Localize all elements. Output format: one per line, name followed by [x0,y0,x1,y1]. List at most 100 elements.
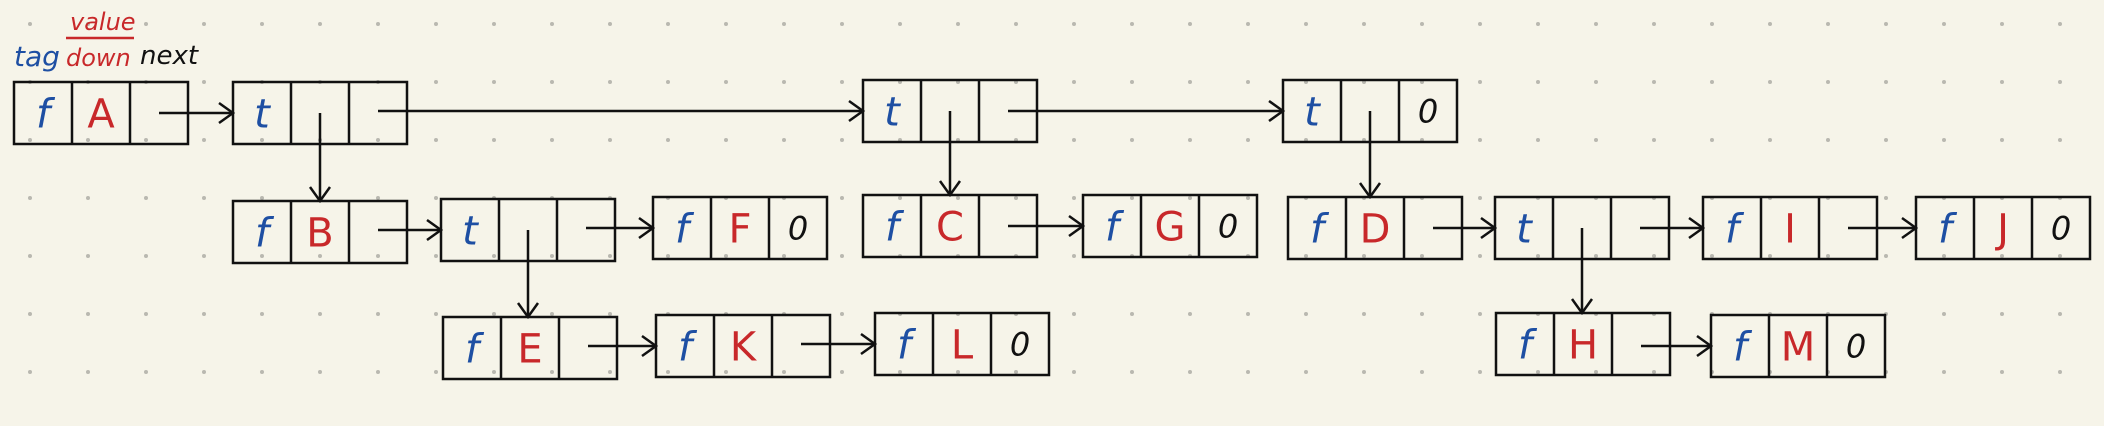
grid-dot [1884,138,1888,142]
grid-dot [840,254,844,258]
grid-dot [782,254,786,258]
grid-dot [434,22,438,26]
grid-dot [1536,80,1540,84]
grid-dot [550,22,554,26]
grid-dot [1014,370,1018,374]
grid-dot [1478,22,1482,26]
grid-dot [28,138,32,142]
node-null-next: 0 [1418,93,1438,131]
grid-dot [1420,312,1424,316]
grid-dot [1188,370,1192,374]
grid-dot [492,22,496,26]
grid-dot [144,22,148,26]
node-null-next: 0 [788,210,808,248]
node-box [439,197,617,263]
node-value: F [728,206,751,252]
grid-dot [144,370,148,374]
grid-dot [1362,22,1366,26]
grid-dot [1594,80,1598,84]
grid-dot [1362,254,1366,258]
grid-dot [840,22,844,26]
grid-dot [1768,22,1772,26]
grid-dot [1652,254,1656,258]
node-value: I [1784,206,1796,252]
grid-dot [840,196,844,200]
node-tag: t [1304,89,1321,135]
grid-dot [1130,196,1134,200]
grid-dot [2000,22,2004,26]
grid-dot [28,370,32,374]
node-value: C [936,204,964,250]
node-box [1709,313,1887,379]
grid-dot [1652,22,1656,26]
node-tag: f [1105,204,1125,250]
grid-dot [260,312,264,316]
grid-dot [1072,138,1076,142]
grid-dot [666,138,670,142]
node-tag: f [465,326,485,372]
grid-dot [1594,254,1598,258]
next-pointer-arrow [801,332,878,356]
grid-dot [1710,138,1714,142]
node-box [441,315,619,381]
grid-dot [608,22,612,26]
grid-dot [1594,22,1598,26]
grid-dot [86,138,90,142]
list-node: t [231,80,409,146]
grid-dot [1478,138,1482,142]
grid-dot [1826,22,1830,26]
grid-dot [144,138,148,142]
node-value: A [87,91,115,137]
next-pointer-arrow [1008,99,1286,123]
node-box [1281,78,1459,144]
node-value: K [730,324,758,370]
node-box [231,80,409,146]
grid-dot [434,312,438,316]
node-null-next: 0 [1846,328,1866,366]
node-tag: f [1310,206,1330,252]
grid-dot [318,370,322,374]
down-pointer-arrow [308,113,332,204]
node-tag: f [1725,206,1745,252]
grid-dot [1478,254,1482,258]
grid-dot [550,370,554,374]
grid-dot [2000,370,2004,374]
grid-dot [1652,80,1656,84]
node-tag: f [255,210,275,256]
grid-dot [492,370,496,374]
grid-dot [1130,312,1134,316]
grid-dot [1188,138,1192,142]
grid-dot [666,254,670,258]
grid-dot [376,370,380,374]
grid-dot [782,138,786,142]
grid-dot [1536,22,1540,26]
grid-dot [1188,312,1192,316]
grid-dot [608,254,612,258]
grid-dot [1246,196,1250,200]
grid-dot [1246,138,1250,142]
grid-dot [2058,254,2062,258]
grid-dot [318,312,322,316]
grid-dot [260,196,264,200]
grid-dot [202,22,206,26]
grid-dot [1130,80,1134,84]
grid-dot [1652,370,1656,374]
down-pointer-arrow [1358,111,1382,200]
grid-dot [1768,138,1772,142]
node-box [12,80,190,146]
grid-dot [1536,138,1540,142]
grid-dot [376,22,380,26]
grid-dot [840,312,844,316]
node-box [654,313,832,379]
grid-dot [86,22,90,26]
grid-dot [318,254,322,258]
grid-dot [550,138,554,142]
grid-dot [260,22,264,26]
grid-dot [898,196,902,200]
grid-dot [1478,312,1482,316]
grid-dot [1942,254,1946,258]
next-pointer-arrow [378,99,866,123]
